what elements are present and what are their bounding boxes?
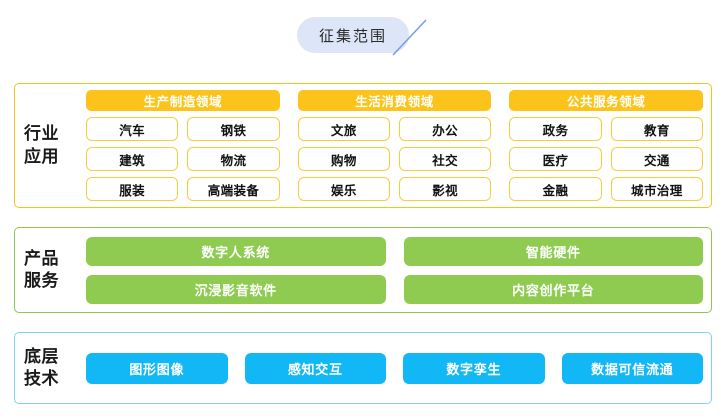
industry-item[interactable]: 娱乐 bbox=[297, 177, 391, 201]
technology-item[interactable]: 图形图像 bbox=[86, 352, 228, 384]
product-row: 数字人系统 智能硬件 bbox=[86, 236, 703, 266]
product-grid: 数字人系统 智能硬件 沉浸影音软件 内容创作平台 bbox=[86, 236, 711, 304]
industry-group-title: 公共服务领域 bbox=[509, 90, 704, 111]
technology-item[interactable]: 数字孪生 bbox=[403, 352, 545, 384]
industry-row: 政务 教育 bbox=[509, 117, 704, 141]
industry-item[interactable]: 城市治理 bbox=[610, 177, 704, 201]
product-item[interactable]: 内容创作平台 bbox=[403, 274, 703, 304]
industry-row: 娱乐 影视 bbox=[297, 177, 492, 201]
industry-label-line1: 行业 bbox=[24, 124, 59, 144]
industry-item[interactable]: 服装 bbox=[86, 177, 179, 201]
technology-label-line2: 技术 bbox=[24, 369, 59, 388]
underlying-technology-section: 底层 技术 图形图像 感知交互 数字孪生 数据可信流通 bbox=[14, 332, 712, 404]
industry-application-section: 行业 应用 生产制造领域 汽车 钢铁 建筑 物流 服装 高端装备 生活消费领域 … bbox=[14, 83, 712, 208]
product-service-section: 产品 服务 数字人系统 智能硬件 沉浸影音软件 内容创作平台 bbox=[14, 227, 712, 313]
industry-group-public-service: 公共服务领域 政务 教育 医疗 交通 金融 城市治理 bbox=[509, 90, 704, 201]
product-section-label: 产品 服务 bbox=[24, 248, 86, 293]
product-row: 沉浸影音软件 内容创作平台 bbox=[86, 274, 703, 304]
industry-item[interactable]: 钢铁 bbox=[187, 117, 280, 141]
technology-label-line1: 底层 bbox=[24, 346, 59, 366]
product-item[interactable]: 沉浸影音软件 bbox=[86, 274, 386, 304]
industry-group-manufacturing: 生产制造领域 汽车 钢铁 建筑 物流 服装 高端装备 bbox=[86, 90, 280, 201]
industry-group-title: 生活消费领域 bbox=[297, 90, 492, 111]
industry-group-title: 生产制造领域 bbox=[86, 90, 280, 111]
industry-item[interactable]: 社交 bbox=[399, 147, 492, 171]
industry-item[interactable]: 交通 bbox=[610, 147, 704, 171]
industry-groups: 生产制造领域 汽车 钢铁 建筑 物流 服装 高端装备 生活消费领域 文旅 办公 … bbox=[86, 90, 711, 201]
industry-item[interactable]: 办公 bbox=[399, 117, 492, 141]
industry-row: 文旅 办公 bbox=[297, 117, 492, 141]
decorative-slash-icon bbox=[392, 19, 427, 56]
technology-items: 图形图像 感知交互 数字孪生 数据可信流通 bbox=[86, 352, 711, 384]
industry-item[interactable]: 医疗 bbox=[509, 147, 602, 171]
industry-item[interactable]: 文旅 bbox=[297, 117, 391, 141]
technology-item[interactable]: 数据可信流通 bbox=[561, 352, 703, 384]
technology-item[interactable]: 感知交互 bbox=[244, 352, 386, 384]
industry-row: 购物 社交 bbox=[297, 147, 492, 171]
technology-section-label: 底层 技术 bbox=[24, 346, 86, 391]
industry-group-consumer: 生活消费领域 文旅 办公 购物 社交 娱乐 影视 bbox=[297, 90, 492, 201]
product-item[interactable]: 智能硬件 bbox=[403, 236, 703, 266]
industry-item[interactable]: 金融 bbox=[509, 177, 602, 201]
industry-row: 医疗 交通 bbox=[509, 147, 704, 171]
industry-item[interactable]: 建筑 bbox=[86, 147, 179, 171]
product-item[interactable]: 数字人系统 bbox=[86, 236, 386, 266]
industry-item[interactable]: 汽车 bbox=[86, 117, 179, 141]
industry-item[interactable]: 高端装备 bbox=[187, 177, 280, 201]
industry-label-line2: 应用 bbox=[24, 146, 59, 166]
industry-section-label: 行业 应用 bbox=[24, 123, 86, 168]
industry-item[interactable]: 物流 bbox=[187, 147, 280, 171]
collection-scope-label: 征集范围 bbox=[318, 27, 387, 45]
industry-item[interactable]: 购物 bbox=[297, 147, 391, 171]
header-zone: 征集范围 bbox=[0, 0, 726, 72]
industry-row: 汽车 钢铁 bbox=[86, 117, 280, 141]
collection-scope-badge: 征集范围 bbox=[297, 17, 409, 53]
industry-row: 金融 城市治理 bbox=[509, 177, 704, 201]
industry-item[interactable]: 政务 bbox=[509, 117, 602, 141]
industry-row: 建筑 物流 bbox=[86, 147, 280, 171]
industry-item[interactable]: 教育 bbox=[610, 117, 704, 141]
industry-row: 服装 高端装备 bbox=[86, 177, 280, 201]
product-label-line2: 服务 bbox=[24, 271, 59, 290]
product-label-line1: 产品 bbox=[24, 248, 59, 268]
industry-item[interactable]: 影视 bbox=[399, 177, 492, 201]
